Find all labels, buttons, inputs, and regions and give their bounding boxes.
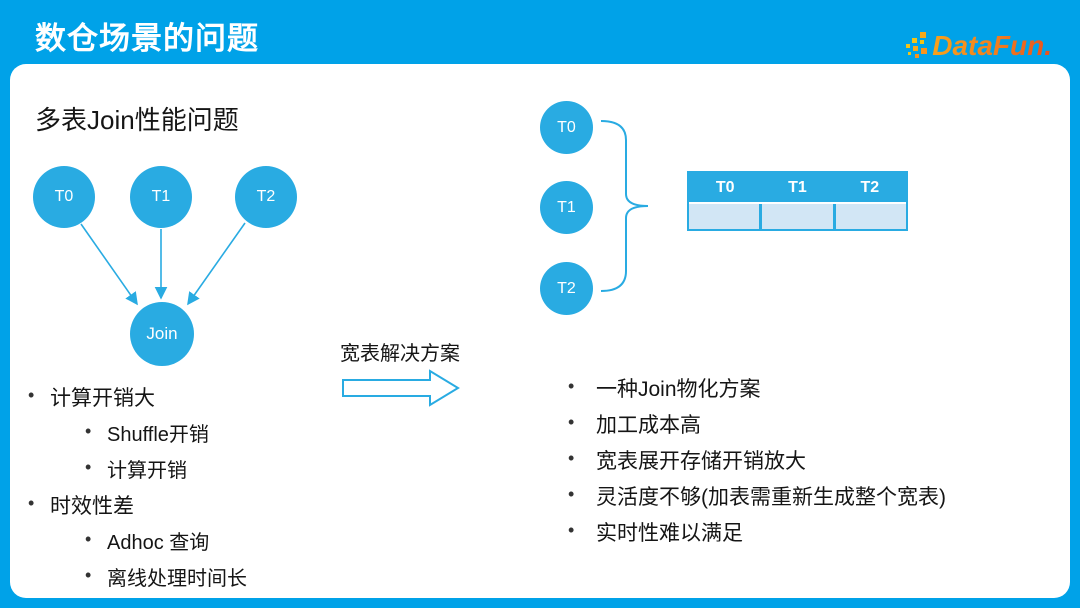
bullet-icon: • xyxy=(568,448,575,468)
list-item: •计算开销 xyxy=(28,454,358,490)
list-item: •灵活度不够(加表需重新生成整个宽表) xyxy=(568,481,1038,517)
bullet-icon: • xyxy=(85,565,92,585)
wide-table-header-row: T0 T1 T2 xyxy=(689,173,906,202)
join-node: Join xyxy=(130,302,194,366)
bullet-icon: • xyxy=(568,412,575,432)
list-item: •一种Join物化方案 xyxy=(568,373,1038,409)
list-item: •时效性差 xyxy=(28,490,358,526)
right-table-node-t1: T1 xyxy=(540,181,593,234)
right-table-node-t2: T2 xyxy=(540,262,593,315)
right-table-node-t0: T0 xyxy=(540,101,593,154)
wide-table-body-row xyxy=(689,202,906,229)
list-item: •宽表展开存储开销放大 xyxy=(568,445,1038,481)
wide-table: T0 T1 T2 xyxy=(687,171,908,231)
wide-table-cell xyxy=(835,204,906,229)
page-title: 数仓场景的问题 xyxy=(35,21,259,56)
bullet-icon: • xyxy=(85,529,92,549)
left-bullet-list: •计算开销大 •Shuffle开销 •计算开销 •时效性差 •Adhoc 查询 … xyxy=(28,382,358,598)
bullet-icon: • xyxy=(568,484,575,504)
datafun-logo-text: DataFun. xyxy=(932,30,1052,61)
bullet-icon: • xyxy=(28,385,35,405)
datafun-dots-icon xyxy=(904,30,930,60)
right-bullet-list: •一种Join物化方案 •加工成本高 •宽表展开存储开销放大 •灵活度不够(加表… xyxy=(568,373,1038,553)
list-item: •计算开销大 xyxy=(28,382,358,418)
datafun-logo: DataFun. xyxy=(904,30,1052,60)
bullet-icon: • xyxy=(568,376,575,396)
list-item: •加工成本高 xyxy=(568,409,1038,445)
bullet-icon: • xyxy=(568,520,575,540)
bullet-icon: • xyxy=(85,457,92,477)
list-item: •Adhoc 查询 xyxy=(28,526,358,562)
section-heading: 多表Join性能问题 xyxy=(35,105,239,135)
wide-table-cell xyxy=(762,204,833,229)
table-node-t0: T0 xyxy=(33,166,95,228)
wide-table-cell xyxy=(689,204,760,229)
solution-arrow-label: 宽表解决方案 xyxy=(340,343,460,365)
list-item: •Shuffle开销 xyxy=(28,418,358,454)
wide-table-header-cell: T0 xyxy=(715,178,735,196)
table-node-t1: T1 xyxy=(130,166,192,228)
bullet-icon: • xyxy=(28,493,35,513)
bullet-icon: • xyxy=(85,421,92,441)
wide-table-header-cell: T1 xyxy=(788,178,807,196)
list-item: •离线处理时间长 xyxy=(28,562,358,598)
list-item: •实时性难以满足 xyxy=(568,517,1038,553)
table-node-t2: T2 xyxy=(235,166,297,228)
wide-table-header-cell: T2 xyxy=(860,178,880,196)
